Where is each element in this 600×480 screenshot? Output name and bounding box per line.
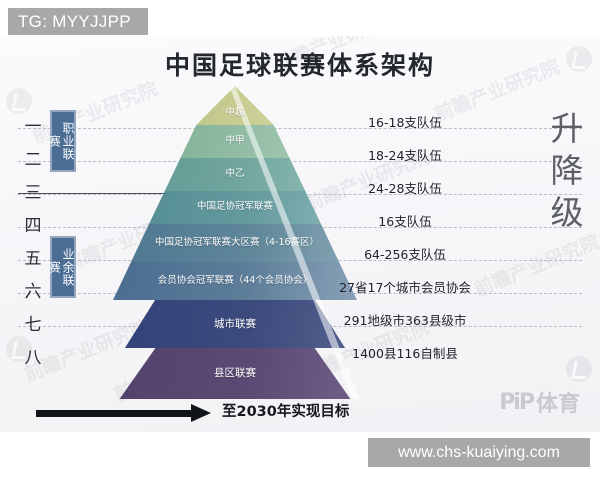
goal-text: 至2030年实现目标: [222, 404, 350, 420]
row-number: 六: [24, 282, 42, 302]
tg-banner: TG: MYYJJPP: [8, 8, 148, 35]
row-number: 四: [24, 216, 42, 236]
row-number: 五: [24, 249, 42, 269]
pp-logo-mark: PiP: [499, 389, 535, 415]
watermark-logo-icon: [566, 356, 592, 382]
tier-note-3: 24-28支队伍: [368, 181, 442, 196]
row-number: 一: [24, 117, 42, 137]
timeline-arrow: [36, 404, 216, 422]
infographic-canvas: 前瞻产业研究院 前瞻产业研究院 前瞻产业研究院 前瞻产业研究院 前瞻产业研究院 …: [0, 36, 600, 432]
arrow-line: [36, 410, 194, 417]
arrow-head-icon: [191, 404, 211, 422]
page-title: 中国足球联赛体系架构: [164, 52, 435, 80]
tier-note-1: 16-18支队伍: [368, 115, 442, 130]
row-number: 二: [24, 150, 42, 170]
url-banner: www.chs-kuaiying.com: [368, 438, 590, 467]
pp-logo-text: 体育: [535, 392, 580, 417]
category-badge-amateur: 业余联赛: [47, 236, 76, 298]
pyramid-tier-8-name: 县区联赛: [214, 367, 256, 380]
pyramid-tier-2-name: 中甲: [225, 135, 245, 147]
tier-note-4: 16支队伍: [378, 214, 432, 229]
tier-note-5: 64-256支队伍: [364, 247, 446, 262]
tier-note-6: 27省17个城市会员协会: [339, 280, 471, 295]
pyramid-tier-1-name: 中超: [225, 107, 245, 119]
watermark-logo-icon: [6, 88, 32, 114]
tier-note-7: 291地级市363县级市: [343, 313, 467, 328]
pyramid-tier-3-name: 中乙: [225, 168, 245, 180]
promotion-relegation-label: 升降级: [545, 111, 584, 237]
pyramid-tier-7-name: 城市联赛: [214, 317, 256, 330]
row-number: 八: [24, 348, 42, 368]
pp-sports-logo: PiP 体育: [499, 386, 580, 418]
tier-note-8: 1400县116自制县: [352, 346, 458, 361]
row-number: 七: [24, 315, 42, 335]
row-number: 三: [24, 183, 42, 203]
pyramid-tier-1-text: 中超: [110, 86, 360, 125]
professional-amateur-divider: [18, 193, 293, 194]
pyramid-tier-4-name: 中国足协冠军联赛: [196, 201, 273, 213]
category-badge-professional: 职业联赛: [47, 110, 76, 172]
tier-note-2: 18-24支队伍: [368, 148, 442, 163]
